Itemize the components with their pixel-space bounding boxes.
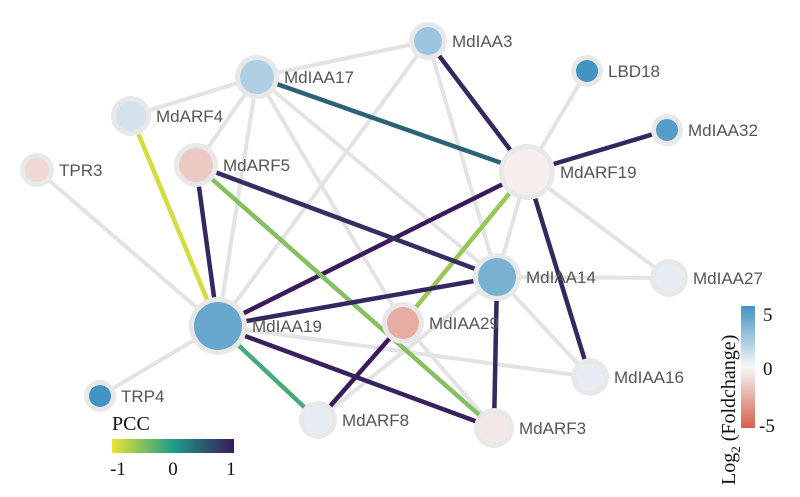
- node-MdARF4[interactable]: MdARF4: [111, 96, 223, 136]
- edge-MdIAA3-MdIAA14: [426, 39, 499, 279]
- node-label: LBD18: [608, 62, 660, 81]
- edge-MdIAA19-MdARF3: [215, 323, 497, 431]
- edge-MdIAA17-MdIAA14: [255, 75, 499, 279]
- node-label: TRP4: [121, 387, 164, 406]
- node-MdARF5[interactable]: MdARF5: [174, 143, 290, 187]
- node-label: MdIAA19: [252, 317, 322, 336]
- node-MdIAA29[interactable]: MdIAA29: [382, 302, 499, 344]
- node-label: MdIAA32: [688, 121, 758, 140]
- node-MdARF3[interactable]: MdARF3: [474, 408, 586, 448]
- pcc-tick-mid: 0: [168, 459, 178, 480]
- edge-MdARF19-MdIAA29: [400, 169, 530, 326]
- foldchange-title-suffix: (Foldchange): [718, 335, 740, 447]
- node-MdIAA32[interactable]: MdIAA32: [651, 114, 758, 146]
- edges-colored-layer: [128, 38, 670, 431]
- edge-MdIAA17-MdIAA29: [255, 75, 405, 325]
- pcc-colorbar: [112, 439, 234, 453]
- edge-MdARF4-MdIAA19: [128, 113, 221, 329]
- foldchange-tick-low: -5: [759, 416, 775, 437]
- node-circle: [25, 158, 49, 182]
- foldchange-tick-mid: 0: [763, 359, 773, 380]
- node-MdIAA14[interactable]: MdIAA14: [473, 253, 596, 301]
- node-circle: [504, 149, 550, 195]
- node-circle: [387, 307, 419, 339]
- edge-MdIAA14-MdIAA27: [495, 275, 671, 280]
- pcc-tick-low: -1: [110, 459, 126, 480]
- node-circle: [655, 264, 683, 292]
- edge-MdIAA14-MdIAA19: [215, 274, 500, 329]
- edge-MdIAA17-MdARF19: [254, 74, 530, 175]
- node-MdARF19[interactable]: MdARF19: [499, 144, 637, 200]
- edge-MdARF5-MdIAA14: [193, 162, 500, 280]
- node-MdIAA17[interactable]: MdIAA17: [235, 55, 354, 99]
- node-label: MdIAA3: [452, 32, 512, 51]
- node-label: MdARF4: [156, 107, 223, 126]
- edge-MdIAA14-MdARF3: [491, 274, 500, 431]
- node-label: MdARF5: [223, 156, 290, 175]
- node-circle: [179, 148, 213, 182]
- node-circle: [479, 413, 509, 443]
- node-TRP4[interactable]: TRP4: [84, 380, 164, 412]
- edge-MdARF19-MdIAA16: [524, 169, 593, 380]
- node-circle: [576, 60, 598, 82]
- node-label: MdIAA27: [693, 269, 763, 288]
- edge-TPR3-MdIAA19: [35, 168, 220, 328]
- node-label: MdIAA14: [526, 268, 596, 287]
- node-label: MdARF3: [519, 419, 586, 438]
- node-MdIAA27[interactable]: MdIAA27: [650, 259, 763, 297]
- node-MdARF8[interactable]: MdARF8: [299, 401, 409, 439]
- node-MdIAA19[interactable]: MdIAA19: [189, 297, 322, 355]
- foldchange-colorbar: [741, 306, 755, 428]
- node-LBD18[interactable]: LBD18: [571, 55, 660, 87]
- edge-MdIAA29-MdARF3: [401, 321, 496, 430]
- node-circle: [414, 27, 442, 55]
- node-circle: [240, 60, 274, 94]
- node-label: MdIAA29: [429, 314, 499, 333]
- node-label: MdARF19: [560, 163, 637, 182]
- node-label: MdIAA17: [284, 68, 354, 87]
- edge-MdIAA29-MdARF8: [315, 320, 406, 423]
- node-label: TPR3: [59, 161, 102, 180]
- node-circle: [576, 363, 604, 391]
- node-label: MdIAA16: [614, 368, 684, 387]
- node-circle: [478, 258, 516, 296]
- edge-MdARF19-MdIAA19: [215, 169, 530, 329]
- edge-MdIAA17-MdIAA3: [255, 39, 430, 79]
- pcc-tick-high: 1: [226, 459, 236, 480]
- node-circle: [89, 385, 111, 407]
- foldchange-tick-high: 5: [763, 305, 773, 326]
- foldchange-title-subscript: 2: [728, 446, 743, 453]
- node-MdIAA3[interactable]: MdIAA3: [409, 22, 512, 60]
- pcc-legend-title: PCC: [112, 413, 150, 435]
- pcc-legend: PCC -1 0 1: [110, 413, 236, 480]
- edge-MdARF5-MdARF3: [193, 162, 497, 431]
- node-circle: [194, 302, 242, 350]
- foldchange-legend-title: Log2 (Foldchange): [718, 335, 743, 485]
- node-TPR3[interactable]: TPR3: [20, 153, 102, 187]
- node-circle: [304, 406, 332, 434]
- foldchange-title-prefix: Log: [718, 453, 740, 485]
- node-circle: [116, 101, 146, 131]
- node-label: MdARF8: [342, 411, 409, 430]
- edge-MdARF19-MdIAA27: [525, 170, 671, 280]
- edge-MdIAA3-MdIAA19: [216, 39, 430, 328]
- node-circle: [656, 119, 678, 141]
- node-MdIAA16[interactable]: MdIAA16: [571, 358, 684, 396]
- edge-MdIAA14-MdARF8: [316, 275, 499, 422]
- foldchange-legend: 5 0 -5 Log2 (Foldchange): [718, 305, 775, 485]
